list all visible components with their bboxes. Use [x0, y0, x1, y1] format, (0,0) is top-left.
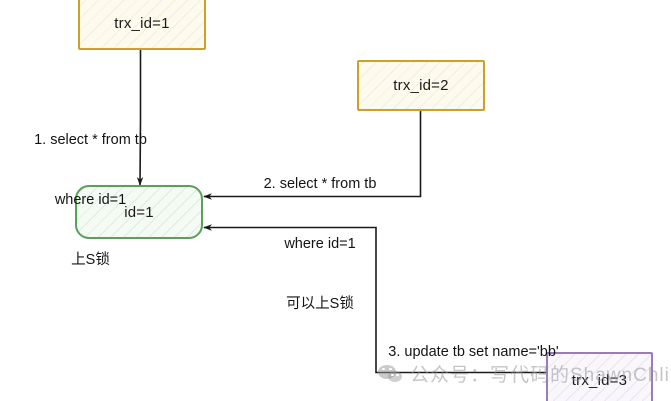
connector-trx3-to-record [203, 224, 546, 374]
node-trx-3[interactable]: trx_id=3 [546, 352, 653, 401]
edge-label-step-1-line-3: 上S锁 [71, 252, 110, 268]
connector-trx2-to-record [203, 110, 422, 200]
edge-label-step-3: 3. update tb set name='bb' where id=1 [366, 302, 581, 401]
node-record-label: id=1 [124, 203, 154, 221]
edge-label-step-1-line-2: where id=1 [54, 192, 127, 208]
node-record-id-1[interactable]: id=1 [75, 185, 203, 239]
connector-trx1-to-record [136, 50, 144, 186]
edge-label-step-2: 2. select * from tb where id=1 可以上S锁 [236, 134, 404, 354]
node-trx-1[interactable]: trx_id=1 [78, 0, 206, 50]
edge-label-step-3-blocked: 上X锁阻塞 [366, 369, 506, 401]
edge-label-step-2-line-2: where id=1 [284, 236, 356, 252]
edge-label-step-1-line-1: 1. select * from tb [34, 132, 147, 148]
node-trx-2-label: trx_id=2 [393, 77, 449, 94]
node-trx-3-label: trx_id=3 [571, 371, 628, 389]
edge-label-step-2-line-3: 可以上S锁 [286, 296, 354, 312]
edge-label-step-1: 1. select * from tb where id=1 上S锁 [8, 90, 173, 310]
edge-label-step-3-line-1: 3. update tb set name='bb' [388, 344, 559, 360]
node-trx-1-label: trx_id=1 [114, 15, 170, 32]
edge-label-step-2-line-1: 2. select * from tb [263, 176, 377, 192]
node-trx-2[interactable]: trx_id=2 [357, 60, 485, 111]
